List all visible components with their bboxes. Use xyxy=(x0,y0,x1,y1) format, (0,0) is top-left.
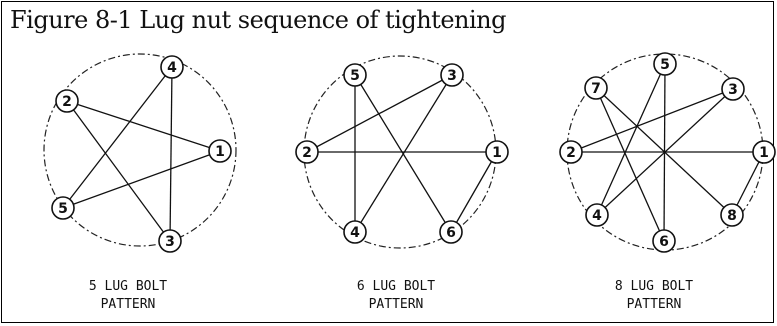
lug-nut-number: 5 xyxy=(660,57,670,73)
lug-nut-number: 4 xyxy=(350,225,360,241)
six-sequence-line-6 xyxy=(450,151,498,233)
lug-nut-marker xyxy=(208,139,232,163)
lug-nut-marker xyxy=(584,76,608,100)
eight-sequence-line-4 xyxy=(596,63,666,216)
lug-nut-number: 1 xyxy=(492,145,502,161)
five-sequence-line-1 xyxy=(66,100,221,152)
six-lug-nut-1: 1 xyxy=(485,140,509,164)
six-lug-nut-5: 5 xyxy=(343,63,367,87)
six-lug-nut-4: 4 xyxy=(343,220,367,244)
lug-nut-number: 7 xyxy=(591,81,601,97)
five-sequence-line-4 xyxy=(62,66,173,209)
six-lug-nut-3: 3 xyxy=(440,63,464,87)
five-sequence-line-3 xyxy=(169,66,173,242)
lug-nut-number: 6 xyxy=(659,234,669,250)
lug-nut-marker xyxy=(440,63,464,87)
lug-nut-marker xyxy=(485,140,509,164)
eight-lug-nut-1: 1 xyxy=(752,140,776,164)
eight-lug-nut-6: 6 xyxy=(652,229,676,253)
lug-nut-marker xyxy=(158,229,182,253)
lug-nut-marker xyxy=(585,203,609,227)
lug-nut-marker xyxy=(653,52,677,76)
lug-nut-number: 6 xyxy=(446,225,456,241)
eight-lug-nut-4: 4 xyxy=(585,203,609,227)
lug-nut-number: 3 xyxy=(447,68,457,84)
lug-nut-number: 1 xyxy=(215,144,225,160)
six-lug-nut-6: 6 xyxy=(439,220,463,244)
lug-nut-marker xyxy=(652,229,676,253)
lug-nut-marker xyxy=(160,55,184,79)
five-sequence-line-2 xyxy=(66,100,171,242)
six-lug-pattern: 1 2 3 4 5 6 xyxy=(295,55,509,249)
lug-nut-number: 5 xyxy=(350,68,360,84)
lug-nut-marker xyxy=(439,220,463,244)
lug-nut-marker xyxy=(343,63,367,87)
five-lug-nut-1: 1 xyxy=(208,139,232,163)
six-lug-nut-2: 2 xyxy=(295,140,319,164)
eight-lug-nut-7: 7 xyxy=(584,76,608,100)
five-lug-caption-line1: 5 LUG BOLT xyxy=(88,279,168,294)
lug-nut-marker xyxy=(295,140,319,164)
eight-lug-nut-8: 8 xyxy=(720,203,744,227)
eight-lug-caption: 8 LUG BOLT PATTERN xyxy=(554,278,754,314)
five-lug-nut-3: 3 xyxy=(158,229,182,253)
five-lug-pattern: 1 2 3 4 5 xyxy=(43,53,237,253)
lug-nut-number: 4 xyxy=(592,208,602,224)
eight-lug-nut-2: 2 xyxy=(559,140,583,164)
six-lug-caption-line1: 6 LUG BOLT xyxy=(356,279,436,294)
five-lug-caption-line2: PATTERN xyxy=(100,297,156,312)
five-lug-caption: 5 LUG BOLT PATTERN xyxy=(28,278,228,314)
lug-nut-number: 8 xyxy=(727,208,737,224)
lug-nut-marker xyxy=(752,140,776,164)
eight-lug-pattern: 1 2 3 4 5 6 7 8 xyxy=(559,52,776,253)
six-lug-caption: 6 LUG BOLT PATTERN xyxy=(296,278,496,314)
lug-nut-marker xyxy=(559,140,583,164)
lug-nut-number: 3 xyxy=(165,234,175,250)
lug-nut-number: 2 xyxy=(566,145,576,161)
figure-title: Figure 8-1 Lug nut sequence of tightenin… xyxy=(10,6,506,34)
eight-lug-caption-line2: PATTERN xyxy=(626,297,682,312)
lug-nut-number: 3 xyxy=(728,82,738,98)
lug-nut-number: 5 xyxy=(58,201,68,217)
lug-nut-number: 2 xyxy=(302,145,312,161)
eight-lug-nut-3: 3 xyxy=(721,77,745,101)
six-lug-caption-line2: PATTERN xyxy=(368,297,424,312)
eight-lug-nut-5: 5 xyxy=(653,52,677,76)
lug-nut-marker xyxy=(51,196,75,220)
five-lug-nut-2: 2 xyxy=(55,89,79,113)
six-sequence-line-5 xyxy=(354,74,452,233)
lug-nut-marker xyxy=(721,77,745,101)
lug-nut-marker xyxy=(55,89,79,113)
five-lug-nut-4: 4 xyxy=(160,55,184,79)
five-bolt-circle xyxy=(43,53,237,247)
lug-nut-marker xyxy=(720,203,744,227)
six-sequence-line-2 xyxy=(306,74,453,153)
eight-sequence-line-7 xyxy=(595,87,733,216)
lug-nut-number: 1 xyxy=(759,145,769,161)
eight-sequence-line-2 xyxy=(570,88,734,153)
eight-sequence-line-6 xyxy=(595,87,665,242)
lug-nut-marker xyxy=(343,220,367,244)
eight-lug-caption-line1: 8 LUG BOLT xyxy=(614,279,694,294)
five-lug-nut-5: 5 xyxy=(51,196,75,220)
five-sequence-line-5 xyxy=(62,150,221,209)
lug-nut-number: 2 xyxy=(62,94,72,110)
lug-nut-number: 4 xyxy=(167,60,177,76)
